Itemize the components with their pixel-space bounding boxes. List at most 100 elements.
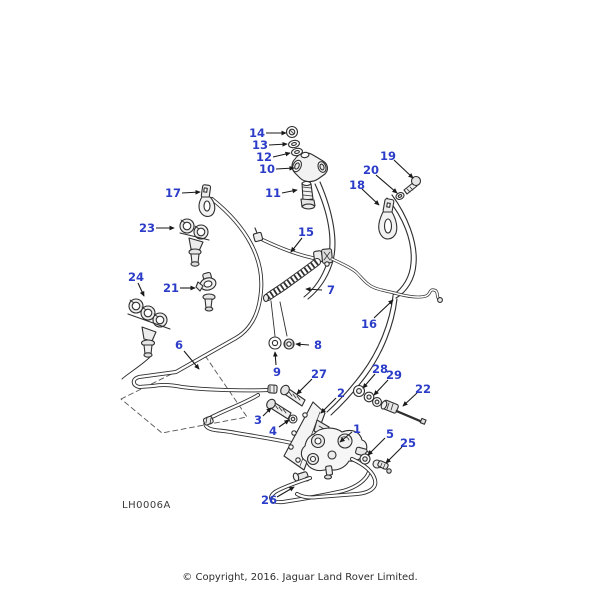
washer-20 bbox=[395, 192, 405, 200]
leader-line bbox=[385, 446, 403, 464]
leader-line bbox=[361, 188, 380, 206]
callout-16: 16 bbox=[361, 299, 394, 331]
leader-line bbox=[290, 237, 303, 253]
part-number: 11 bbox=[265, 186, 281, 200]
leader-line bbox=[362, 373, 376, 389]
callout-2: 2 bbox=[320, 386, 345, 414]
fuel-pipe-lower bbox=[202, 393, 298, 446]
washer-4 bbox=[288, 414, 298, 424]
leader-line bbox=[183, 350, 200, 370]
leader-line bbox=[272, 351, 278, 366]
leader-line bbox=[268, 141, 288, 147]
leader-line bbox=[276, 486, 295, 498]
fitting-25 bbox=[372, 459, 392, 474]
leader-line bbox=[278, 419, 290, 428]
part-number: 17 bbox=[165, 186, 181, 200]
part-number: 12 bbox=[256, 150, 272, 164]
braided-hose-7 bbox=[262, 258, 321, 303]
callout-29: 29 bbox=[373, 368, 402, 396]
callout-21: 21 bbox=[163, 281, 196, 295]
part-number: 19 bbox=[380, 149, 396, 163]
leader-line bbox=[295, 341, 310, 347]
callout-26: 26 bbox=[261, 486, 295, 507]
callout-5: 5 bbox=[367, 427, 394, 456]
bolt-27 bbox=[280, 384, 306, 407]
callout-1: 1 bbox=[339, 422, 361, 443]
pipe-15 bbox=[252, 227, 315, 260]
callout-17: 17 bbox=[165, 186, 201, 200]
callout-27: 27 bbox=[296, 367, 327, 395]
part-number: 7 bbox=[327, 283, 335, 297]
leader-line bbox=[262, 407, 272, 417]
clip-23 bbox=[179, 218, 210, 267]
part-number: 20 bbox=[363, 163, 379, 177]
leader-line bbox=[393, 159, 414, 179]
washers-29 bbox=[363, 391, 382, 407]
callout-10: 10 bbox=[259, 162, 295, 176]
part-number: 22 bbox=[415, 382, 431, 396]
part-number: 8 bbox=[314, 338, 322, 352]
callout-18: 18 bbox=[349, 178, 380, 206]
leader-line bbox=[296, 378, 313, 395]
part-number: 26 bbox=[261, 493, 277, 507]
callout-11: 11 bbox=[265, 186, 298, 200]
leader-line bbox=[375, 174, 398, 194]
part-number: 16 bbox=[361, 317, 377, 331]
part-number: 13 bbox=[252, 138, 268, 152]
harness-arc-right bbox=[326, 194, 417, 416]
callout-9: 9 bbox=[272, 351, 281, 379]
callout-13: 13 bbox=[252, 138, 288, 152]
nut-8 bbox=[283, 338, 295, 350]
callout-22: 22 bbox=[402, 382, 431, 407]
fuel-pipe-6 bbox=[131, 197, 278, 394]
hose-26 bbox=[269, 457, 378, 505]
washer-13 bbox=[288, 139, 300, 149]
callout-19: 19 bbox=[380, 149, 414, 179]
leader-line bbox=[373, 299, 394, 319]
leader-line bbox=[305, 286, 323, 292]
leader-line bbox=[272, 151, 291, 158]
washer-5 bbox=[359, 453, 371, 465]
part-number: 24 bbox=[128, 270, 144, 284]
bolt-11 bbox=[300, 180, 316, 210]
bolt-3 bbox=[266, 398, 292, 420]
leader-line bbox=[320, 397, 337, 414]
callout-25: 25 bbox=[385, 436, 416, 464]
clip-17 bbox=[198, 184, 216, 217]
part-number: 29 bbox=[386, 368, 402, 382]
callout-7: 7 bbox=[305, 283, 335, 297]
part-number: 23 bbox=[139, 221, 155, 235]
part-number: 18 bbox=[349, 178, 365, 192]
callout-4: 4 bbox=[269, 419, 290, 438]
part-number: 5 bbox=[386, 427, 394, 441]
washer-9 bbox=[268, 336, 282, 350]
pipe-16 bbox=[330, 257, 443, 303]
part-number: 1 bbox=[353, 422, 361, 436]
part-number: 14 bbox=[249, 126, 265, 140]
callout-15: 15 bbox=[290, 225, 314, 253]
part-number: 21 bbox=[163, 281, 179, 295]
callout-28: 28 bbox=[362, 362, 388, 389]
leader-line bbox=[137, 282, 145, 297]
leader-line bbox=[367, 437, 386, 456]
part-number: 3 bbox=[254, 413, 262, 427]
sensor-22 bbox=[380, 399, 427, 425]
part-number: 4 bbox=[269, 424, 277, 438]
callout-3: 3 bbox=[254, 407, 272, 427]
clip-21 bbox=[195, 271, 217, 312]
part-number: 6 bbox=[175, 338, 183, 352]
callout-14: 14 bbox=[249, 126, 287, 140]
clip-18 bbox=[378, 198, 398, 240]
stud-lines bbox=[270, 300, 288, 337]
part-number: 2 bbox=[337, 386, 345, 400]
part-number: 27 bbox=[311, 367, 327, 381]
callout-24: 24 bbox=[128, 270, 145, 297]
clip-24 bbox=[121, 298, 171, 380]
leader-line bbox=[373, 379, 389, 396]
copyright-text: © Copyright, 2016. Jaguar Land Rover Lim… bbox=[182, 572, 418, 583]
callout-6: 6 bbox=[175, 338, 200, 370]
cap-nut-14 bbox=[285, 125, 299, 139]
callout-12: 12 bbox=[256, 150, 291, 164]
